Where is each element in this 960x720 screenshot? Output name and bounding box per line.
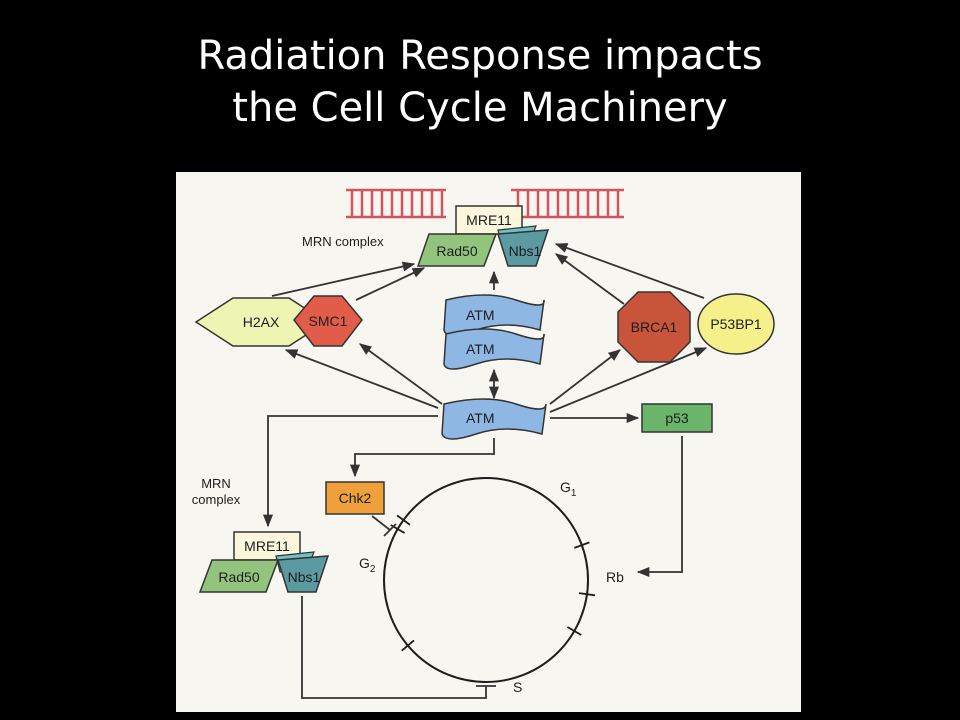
mrn-to-s-phase-line: [301, 596, 487, 699]
checkpoint-tick: [396, 514, 411, 526]
p53-box: [641, 403, 713, 433]
atm-active-node: ATM: [441, 398, 547, 440]
dna-base-pairs-left: [350, 190, 444, 217]
chk2-box: [325, 481, 385, 515]
checkpoint-tick: [566, 626, 582, 636]
atm-label-dimer-2: ATM: [466, 341, 495, 357]
mrn-complex-bottom: MRE11 Rad50 Nbs1 MRN complex: [192, 476, 330, 593]
atm-shape-dimer-2: [443, 328, 545, 370]
p53-label: p53: [665, 410, 689, 426]
arrow-atm-to-smc1: [358, 343, 443, 405]
cell-cycle: G1 G2 Rb S: [359, 477, 624, 695]
smc1-hexagon: [293, 295, 363, 347]
smc1-node: SMC1: [293, 295, 363, 347]
brca1-label: BRCA1: [631, 319, 678, 335]
chk2-label: Chk2: [339, 490, 372, 506]
cell-cycle-checkpoints: [390, 514, 596, 652]
arrow-p53-to-rb: [636, 436, 683, 578]
arrow-h2ax-to-mrn: [271, 261, 416, 297]
chk2-inhibition-line: [371, 515, 391, 531]
atm-label-active: ATM: [466, 410, 495, 426]
nbs1-shape-bottom: [277, 555, 330, 593]
h2ax-node: H2AX: [194, 297, 328, 347]
slide-title-line-2: the Cell Cycle Machinery: [232, 85, 728, 131]
s-label: S: [513, 679, 522, 695]
p53-node: p53: [641, 403, 713, 433]
arrow-atm-to-brca1: [549, 349, 621, 405]
pathway-diagram: MRE11 Rad50 Nbs1 MRN complex H2AX SMC1 A…: [192, 188, 775, 699]
complex-label-bottom: complex: [192, 492, 241, 507]
arrow-p53bp1-to-mrn: [554, 243, 705, 299]
h2ax-label: H2AX: [243, 314, 280, 330]
p53bp1-ellipse: [697, 293, 775, 355]
arrow-smc1-to-mrn: [355, 267, 426, 301]
mre11-label-bottom: MRE11: [244, 538, 290, 554]
rb-label: Rb: [606, 569, 624, 585]
chk2-inhibition-bar: [383, 523, 397, 537]
mrn-complex-top: MRE11 Rad50 Nbs1 MRN complex: [302, 205, 550, 267]
mrn-complex-label-top: MRN complex: [302, 234, 384, 249]
dna-broken-strand: [346, 188, 624, 219]
checkpoint-tick: [578, 592, 596, 597]
g1-label: G1: [560, 479, 577, 499]
rad50-shape-bottom: [198, 559, 280, 593]
nbs1-label-bottom: Nbs1: [288, 569, 321, 585]
p53bp1-node: P53BP1: [697, 293, 775, 355]
atm-dimer: ATM ATM: [443, 294, 545, 370]
smc1-label: SMC1: [309, 313, 348, 329]
brca1-node: BRCA1: [617, 291, 691, 363]
chk2-node: Chk2: [325, 481, 385, 515]
arrow-atm-to-mrn-bottom: [262, 415, 438, 528]
rad50-shape-top: [416, 233, 498, 267]
arrow-brca1-to-mrn: [554, 253, 625, 305]
mre11-label-top: MRE11: [466, 212, 512, 228]
pathway-figure: MRE11 Rad50 Nbs1 MRN complex H2AX SMC1 A…: [176, 172, 801, 712]
checkpoint-tick: [401, 639, 415, 652]
nbs1-label-top: Nbs1: [509, 243, 542, 259]
signaling-arrows: [262, 243, 708, 699]
arrow-atm-to-chk2: [349, 438, 495, 478]
mrn-label-bottom: MRN: [201, 476, 231, 491]
slide-title: Radiation Response impacts the Cell Cycl…: [0, 30, 960, 134]
arrow-atm-to-p53bp1: [549, 347, 708, 413]
checkpoint-tick: [574, 541, 590, 549]
dna-base-pairs-right: [516, 190, 620, 217]
g2-label: G2: [359, 555, 376, 575]
rad50-label-bottom: Rad50: [218, 569, 259, 585]
rad50-label-top: Rad50: [436, 243, 477, 259]
slide-title-line-1: Radiation Response impacts: [197, 33, 763, 79]
nbs1-shape-top: [497, 229, 550, 267]
arrow-atm-to-h2ax: [284, 349, 439, 409]
p53bp1-label: P53BP1: [710, 316, 762, 332]
mre11-box-top: [455, 205, 523, 235]
atm-shape-active: [441, 398, 547, 440]
cell-cycle-circle: [383, 477, 589, 683]
atm-label-dimer-1: ATM: [466, 307, 495, 323]
